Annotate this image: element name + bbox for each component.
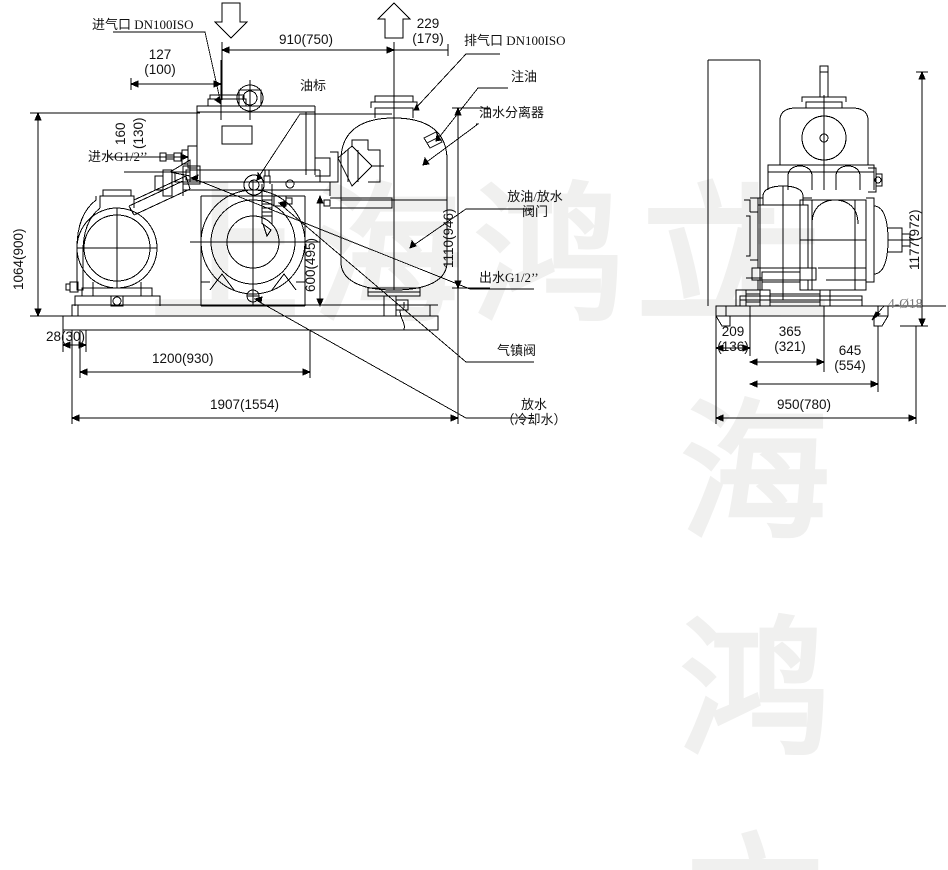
label-drain-cooling-water: 放水 （冷却水）	[470, 397, 598, 428]
outlet-arrow-up-icon	[376, 2, 412, 39]
label-drain-valve-line1: 放油/放水	[507, 189, 563, 204]
dim-overall-length: 1907(1554)	[210, 397, 280, 412]
label-oil-level-gauge: 油标	[300, 78, 327, 93]
dim-inlet-offset: 127 (100)	[130, 47, 190, 78]
dim-outlet-bottom: (179)	[412, 30, 444, 46]
dim-water-inlet-height-top: 160	[113, 122, 128, 145]
dim-side-mid-span: 365 (321)	[762, 324, 818, 355]
label-drain-line1: 放水	[520, 397, 547, 412]
dim-water-inlet-height-bottom: (130)	[131, 117, 146, 149]
dim-side-overall-height: 1177(972)	[907, 209, 922, 270]
inlet-arrow-down-icon	[213, 2, 249, 39]
dim-side-left-offset: 209 (136)	[705, 324, 761, 355]
dim-base-span: 1200(930)	[152, 351, 214, 366]
dim-side-left-offset-bottom: (136)	[717, 338, 749, 354]
technical-drawing-svg	[30, 2, 946, 424]
dim-inlet-offset-top: 127	[148, 47, 172, 62]
dim-overall-height-front: 1064(900)	[11, 228, 26, 290]
side-dimension-lines	[707, 59, 946, 424]
drawing-canvas: 上海鸿立 上海鸿立	[11, 2, 946, 870]
label-drain-valve-line2: 阀门	[521, 203, 548, 219]
dim-side-right-span-top: 645	[838, 343, 862, 358]
dim-side-right-span-bottom: (554)	[834, 357, 866, 373]
dim-base-edge: 28(30)	[46, 329, 86, 344]
dim-side-right-span: 645 (554)	[822, 343, 878, 374]
label-leader-lines	[113, 31, 534, 419]
label-inlet-port: 进气口 DN100ISO	[92, 17, 194, 32]
dim-side-left-offset-top: 209	[721, 324, 745, 339]
dim-inlet-offset-bottom: (100)	[144, 61, 176, 77]
label-oil-water-separator: 油水分离器	[479, 105, 545, 120]
label-water-outlet: 出水G1/2’’	[479, 270, 539, 285]
label-outlet-port: 排气口 DN100ISO	[464, 33, 566, 48]
label-gas-ballast-valve: 气镇阀	[497, 343, 537, 358]
dim-outlet-height: 229 (179)	[404, 16, 452, 47]
dim-bolt-note: 4-Ø18	[888, 296, 923, 311]
side-view-geometry	[715, 65, 914, 327]
dim-tank-height: 1110(946)	[441, 208, 456, 268]
front-dimension-lines	[30, 42, 490, 424]
dim-span-910: 910(750)	[279, 32, 334, 47]
label-water-inlet: 进水G1/2’’	[88, 149, 148, 164]
front-view-geometry	[62, 80, 448, 331]
dim-side-mid-span-bottom: (321)	[774, 338, 806, 354]
label-drain-line2: （冷却水）	[501, 411, 567, 427]
dim-side-overall-width: 950(780)	[777, 397, 832, 412]
dim-side-mid-span-top: 365	[778, 324, 802, 339]
label-drain-valve: 放油/放水 阀门	[480, 189, 590, 220]
dim-outlet-top: 229	[416, 16, 440, 31]
dim-pump-axis-height: 600(495)	[303, 237, 318, 292]
label-oil-fill: 注油	[511, 69, 538, 84]
